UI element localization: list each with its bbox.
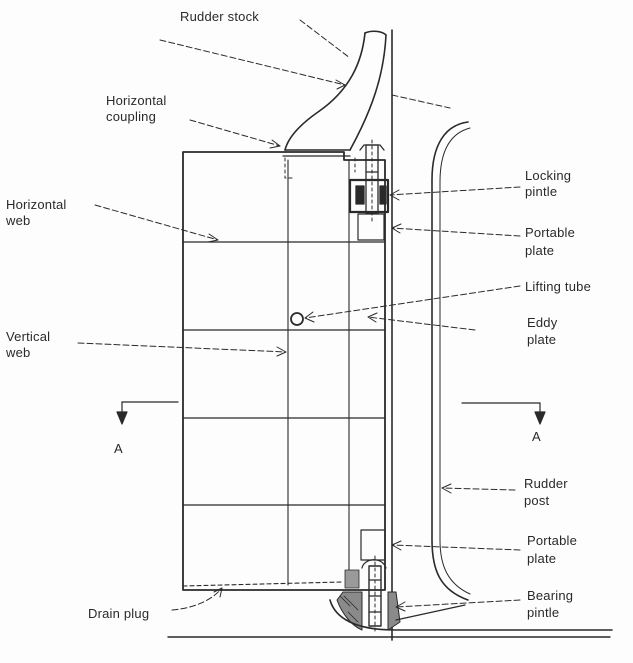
- label-eddy-plate-line2: plate: [527, 332, 557, 347]
- label-bearing-pintle-line2: pintle: [527, 605, 560, 620]
- label-section-a-left: A: [114, 441, 123, 456]
- locking-pintle: [348, 139, 390, 223]
- label-portable-plate-bottom-line1: Portable: [527, 533, 578, 548]
- coupling-dashes: [284, 157, 356, 179]
- horizontal-webs: [182, 241, 386, 506]
- rudder-post: [391, 29, 471, 641]
- label-vertical-web-line1: Vertical: [6, 329, 51, 344]
- section-marker-right: [461, 402, 546, 425]
- label-portable-plate-top-line1: Portable: [525, 225, 576, 240]
- portable-plate-top: [357, 213, 385, 241]
- label-bearing-pintle-line1: Bearing: [527, 588, 574, 603]
- label-rudder-stock: Rudder stock: [180, 9, 259, 24]
- label-rudder-post-line1: Rudder: [524, 476, 568, 491]
- label-rudder-post-line2: post: [524, 493, 550, 508]
- portable-plate-bottom: [360, 529, 386, 561]
- label-eddy-plate-line1: Eddy: [527, 315, 558, 330]
- leader-lines: [77, 19, 521, 612]
- lifting-tube: [290, 312, 304, 326]
- bearing-pintle: [336, 555, 401, 633]
- label-section-a-right: A: [532, 429, 541, 444]
- label-locking-pintle-line2: pintle: [525, 184, 558, 199]
- sole-piece: [167, 599, 613, 638]
- label-drain-plug: Drain plug: [88, 606, 150, 621]
- label-locking-pintle-line1: Locking: [525, 168, 572, 183]
- label-lifting-tube: Lifting tube: [525, 279, 592, 294]
- label-horizontal-web-line2: web: [6, 213, 31, 228]
- drain-plug: [182, 581, 343, 587]
- label-horizontal-coupling-line1: Horizontal: [106, 93, 167, 108]
- label-vertical-web-line2: web: [6, 345, 31, 360]
- rudder-blade: [182, 151, 386, 591]
- label-portable-plate-top-line2: plate: [525, 243, 555, 258]
- vertical-webs: [287, 159, 350, 586]
- label-horizontal-web-line1: Horizontal: [6, 197, 67, 212]
- rudder-stock: [282, 30, 387, 157]
- label-horizontal-coupling-line2: coupling: [106, 109, 157, 124]
- section-marker-left: [116, 401, 179, 425]
- label-portable-plate-bottom-line2: plate: [527, 551, 557, 566]
